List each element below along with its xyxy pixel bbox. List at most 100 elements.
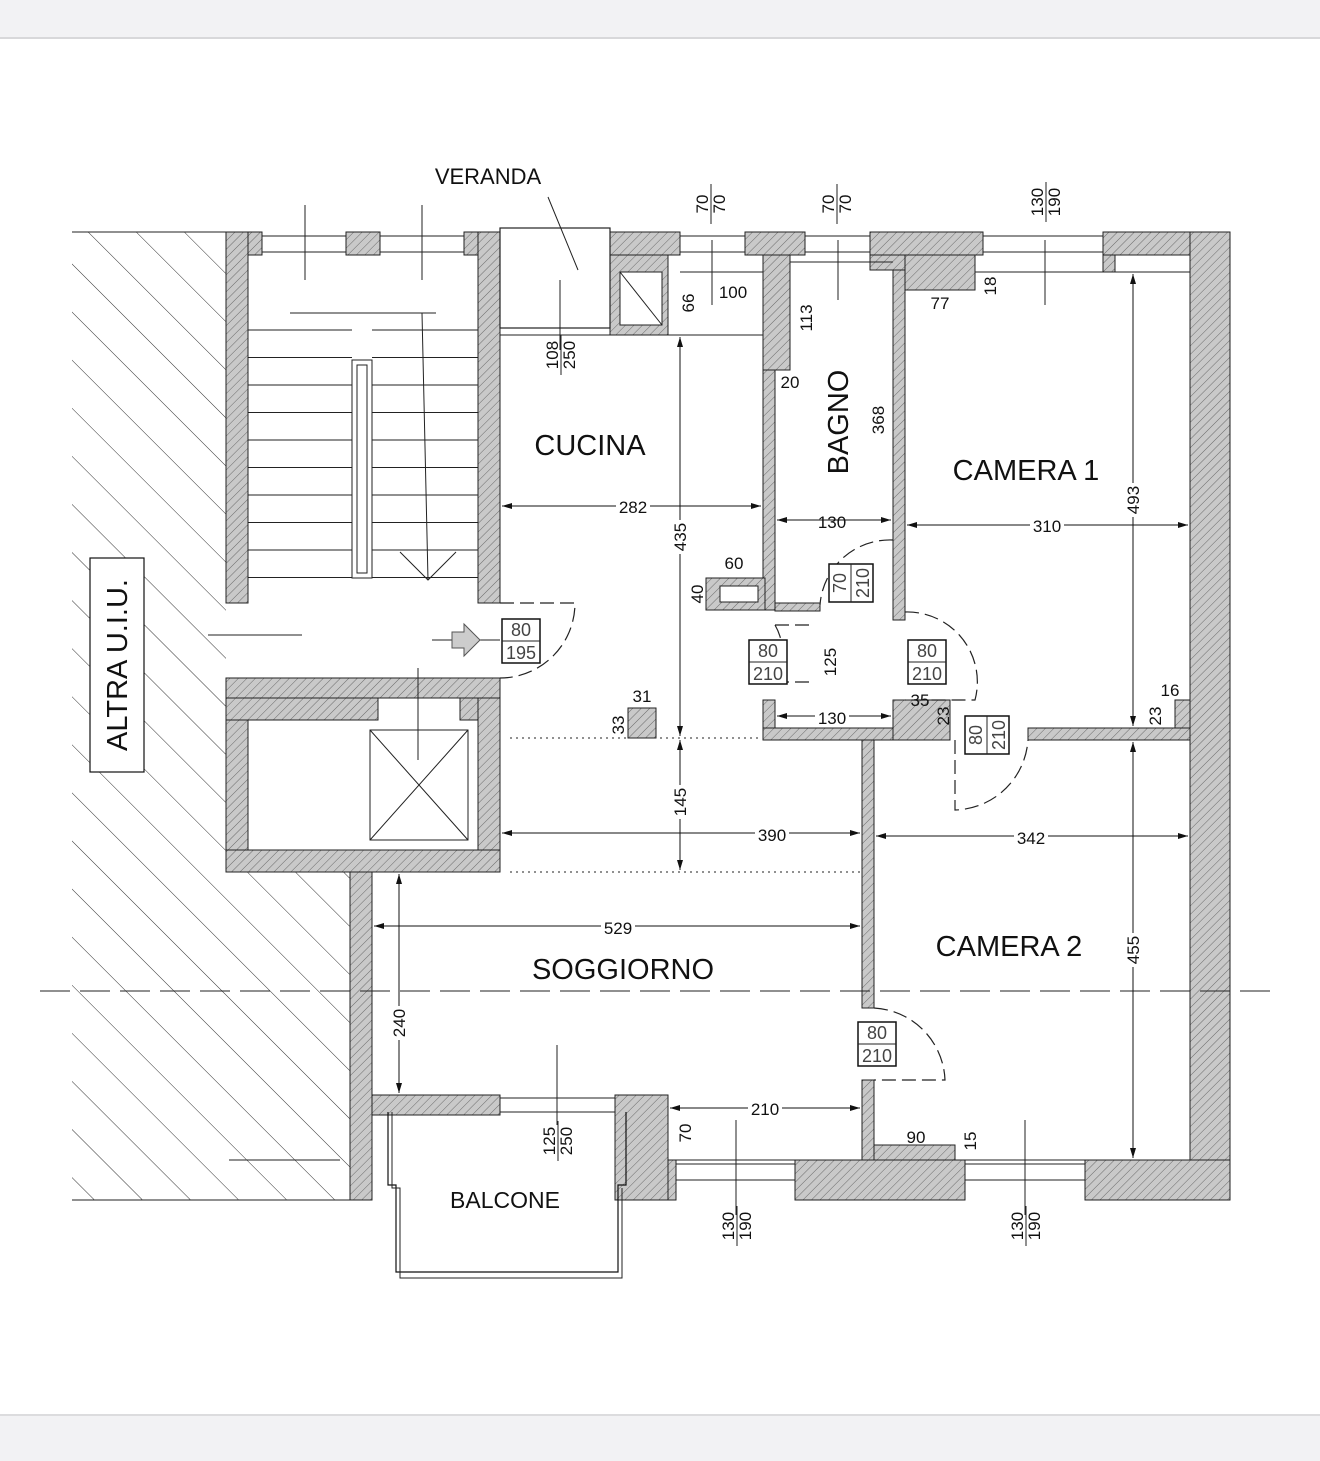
window-height: 190 bbox=[1045, 188, 1064, 216]
dimension-value: 23 bbox=[1146, 707, 1165, 726]
dimension-label-bg bbox=[755, 826, 789, 844]
dimension-value: 113 bbox=[797, 304, 816, 331]
dimension-value: 529 bbox=[604, 919, 632, 938]
dimension-label: 18 bbox=[981, 277, 1000, 296]
dimension-label: 31 bbox=[633, 687, 652, 706]
dimension-value: 368 bbox=[869, 406, 888, 434]
dimension-label: 100 bbox=[719, 283, 747, 302]
dimension-label: 529 bbox=[601, 919, 635, 938]
wall bbox=[892, 699, 951, 741]
wall bbox=[225, 697, 379, 721]
wall bbox=[873, 1144, 956, 1161]
dimension-label: 125 bbox=[821, 648, 840, 676]
wall bbox=[762, 369, 776, 611]
dimension-label-bg bbox=[671, 785, 689, 819]
door-height: 210 bbox=[862, 1046, 892, 1066]
dimension-label-bg bbox=[390, 1006, 408, 1040]
dimension-value: 35 bbox=[911, 691, 930, 710]
dimension-value: 130 bbox=[818, 709, 846, 728]
wall bbox=[892, 269, 906, 621]
door-width: 80 bbox=[511, 620, 531, 640]
dimension-value: 390 bbox=[758, 826, 786, 845]
dimension-label-bg bbox=[815, 709, 849, 727]
wall bbox=[225, 677, 501, 699]
dimension-label: 20 bbox=[781, 373, 800, 392]
viewer-bottom-bar bbox=[0, 1414, 1320, 1461]
window-width: 130 bbox=[719, 1212, 738, 1240]
wall bbox=[1189, 231, 1231, 1201]
dimension-value: 125 bbox=[821, 648, 840, 676]
room-label-soggiorno: SOGGIORNO bbox=[532, 954, 714, 986]
wall bbox=[794, 1159, 966, 1201]
wall bbox=[225, 849, 501, 873]
room-label-balcone: BALCONE bbox=[450, 1187, 560, 1213]
dimension-value: 145 bbox=[671, 788, 690, 816]
window-height: 190 bbox=[736, 1212, 755, 1240]
dimension-label-bg bbox=[1030, 517, 1064, 535]
altra-uiu-text: ALTRA U.I.U. bbox=[102, 579, 134, 751]
wall bbox=[1084, 1159, 1231, 1201]
reference-lines bbox=[40, 240, 1278, 1215]
door-height: 210 bbox=[853, 568, 873, 598]
dimension-value: 15 bbox=[961, 1132, 980, 1151]
wall bbox=[774, 602, 821, 612]
window-height: 190 bbox=[1025, 1212, 1044, 1240]
veranda-label: VERANDA bbox=[435, 164, 542, 189]
wall bbox=[762, 254, 791, 371]
dimension-label: 240 bbox=[390, 1006, 409, 1040]
dimension-value: 130 bbox=[818, 513, 846, 532]
window-width: 130 bbox=[1028, 188, 1047, 216]
dimension-value: 66 bbox=[679, 294, 698, 313]
dimension-value: 310 bbox=[1033, 517, 1061, 536]
window-width: 70 bbox=[693, 195, 712, 214]
dimension-label: 390 bbox=[755, 826, 789, 845]
dimension-value: 31 bbox=[633, 687, 652, 706]
door-width: 80 bbox=[966, 725, 986, 745]
dimension-value: 16 bbox=[1161, 681, 1180, 700]
door-height: 210 bbox=[753, 664, 783, 684]
dimension-value: 90 bbox=[907, 1128, 926, 1147]
dimension-label-bg bbox=[1014, 829, 1048, 847]
dimension-value: 18 bbox=[981, 277, 1000, 296]
wall bbox=[1174, 699, 1191, 729]
room-label-bagno: BAGNO bbox=[823, 370, 855, 475]
window-width: 130 bbox=[1008, 1212, 1027, 1240]
dimension-label: 342 bbox=[1014, 829, 1048, 848]
dimension-value: 40 bbox=[688, 585, 707, 604]
viewer-top-bar bbox=[0, 0, 1320, 39]
dimension-value: 493 bbox=[1124, 486, 1143, 514]
dimension-label-bg bbox=[601, 919, 635, 937]
wall bbox=[869, 231, 984, 256]
walls bbox=[225, 231, 1231, 1201]
dimension-value: 282 bbox=[619, 498, 647, 517]
window-height: 70 bbox=[836, 195, 855, 214]
altra-uiu-label: ALTRA U.I.U. bbox=[89, 557, 145, 773]
dimension-label: 368 bbox=[869, 406, 888, 434]
room-label-camera-1: CAMERA 1 bbox=[953, 455, 1100, 487]
window-height: 70 bbox=[710, 195, 729, 214]
dimension-label-bg bbox=[1124, 933, 1142, 967]
dimension-label: 66 bbox=[679, 294, 698, 313]
door-swings bbox=[499, 539, 1029, 1081]
wall bbox=[345, 231, 381, 256]
door-width: 80 bbox=[917, 641, 937, 661]
dimension-value: 60 bbox=[725, 554, 744, 573]
dimension-value: 342 bbox=[1017, 829, 1045, 848]
door-height: 210 bbox=[912, 664, 942, 684]
wall bbox=[861, 1079, 875, 1161]
dimension-label-bg bbox=[1124, 483, 1142, 517]
wall bbox=[904, 254, 976, 291]
dimension-value: 435 bbox=[671, 523, 690, 551]
